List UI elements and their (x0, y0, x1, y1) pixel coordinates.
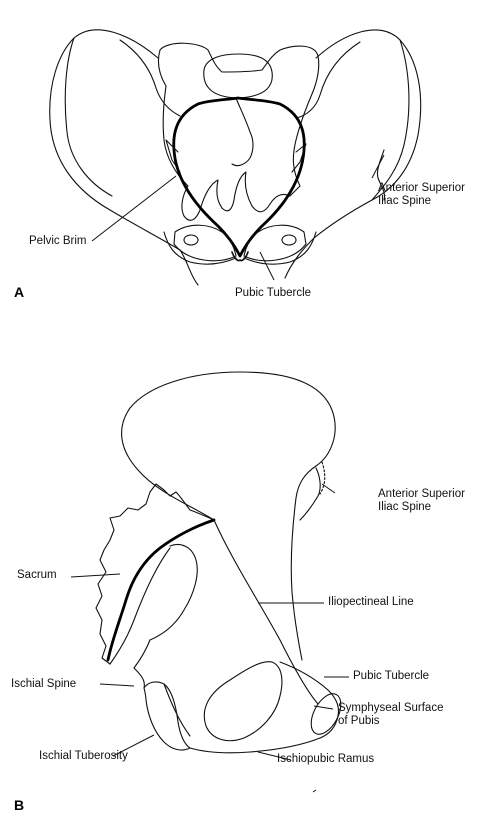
left-ilium-inner-rim (65, 38, 112, 196)
label-ischial-tuberosity: Ischial Tuberosity (39, 750, 128, 763)
iliac-crest-inner (320, 462, 325, 494)
sacral-crest (232, 98, 253, 166)
leader-ischial-spine (100, 684, 134, 686)
anterior-superior-iliac-spine-b (300, 468, 320, 520)
tick-mark (313, 790, 316, 792)
ischial-spine (134, 668, 144, 688)
leader-sacrum (71, 574, 120, 577)
leader-pubic-tubercle-a (260, 252, 274, 280)
iliac-fossa-edge (291, 498, 302, 660)
label-pubic-tubercle-a: Pubic Tubercle (235, 287, 311, 300)
label-line-2: of Pubis (338, 715, 443, 728)
leader-anterior-superior-iliac-spine-b (322, 484, 335, 493)
label-iliopectineal-line: Iliopectineal Line (328, 596, 414, 609)
obturator-foramen (204, 662, 282, 741)
pubic-body (280, 662, 339, 738)
iliac-wing-outline (122, 372, 336, 520)
pelvic-brim-outline (174, 98, 305, 256)
label-sacrum: Sacrum (17, 569, 57, 582)
ischiopubic-ramus (190, 738, 320, 753)
right-pubic-ramus (244, 225, 306, 261)
pelvis-frontal-view (50, 30, 421, 285)
label-line-1: Anterior Superior (378, 182, 465, 195)
label-symphyseal-surface: Symphyseal Surface of Pubis (338, 702, 443, 728)
greater-sciatic-notch (134, 640, 150, 668)
label-line-2: Iliac Spine (378, 501, 465, 514)
leader-pelvic-brim (92, 176, 176, 241)
leader-symphyseal-surface (314, 706, 333, 709)
pelvis-lateral-view (71, 372, 349, 792)
label-pubic-tubercle-b: Pubic Tubercle (353, 670, 429, 683)
left-obturator-foramen (184, 235, 198, 245)
label-line-1: Symphyseal Surface (338, 702, 443, 715)
lumbar-vertebra (204, 54, 273, 98)
sacrum-posterior-edge (110, 548, 170, 664)
iliopectineal-line (214, 520, 318, 704)
label-anterior-superior-iliac-spine-a: Anterior Superior Iliac Spine (378, 182, 465, 208)
auricular-surface (150, 545, 197, 640)
label-line-1: Anterior Superior (378, 488, 465, 501)
label-anterior-superior-iliac-spine-b: Anterior Superior Iliac Spine (378, 488, 465, 514)
right-ilium-crest-edge (296, 42, 360, 118)
panel-letter-a: A (14, 284, 24, 300)
label-ischiopubic-ramus: Ischiopubic Ramus (277, 753, 374, 766)
label-ischial-spine: Ischial Spine (11, 678, 76, 691)
ischial-body-line (164, 684, 190, 736)
label-pelvic-brim: Pelvic Brim (29, 235, 87, 248)
label-line-2: Iliac Spine (378, 195, 465, 208)
panel-letter-b: B (14, 797, 24, 813)
sacrum-frontal (158, 43, 318, 220)
arcuate-line (108, 520, 214, 660)
right-obturator-foramen (282, 235, 296, 245)
